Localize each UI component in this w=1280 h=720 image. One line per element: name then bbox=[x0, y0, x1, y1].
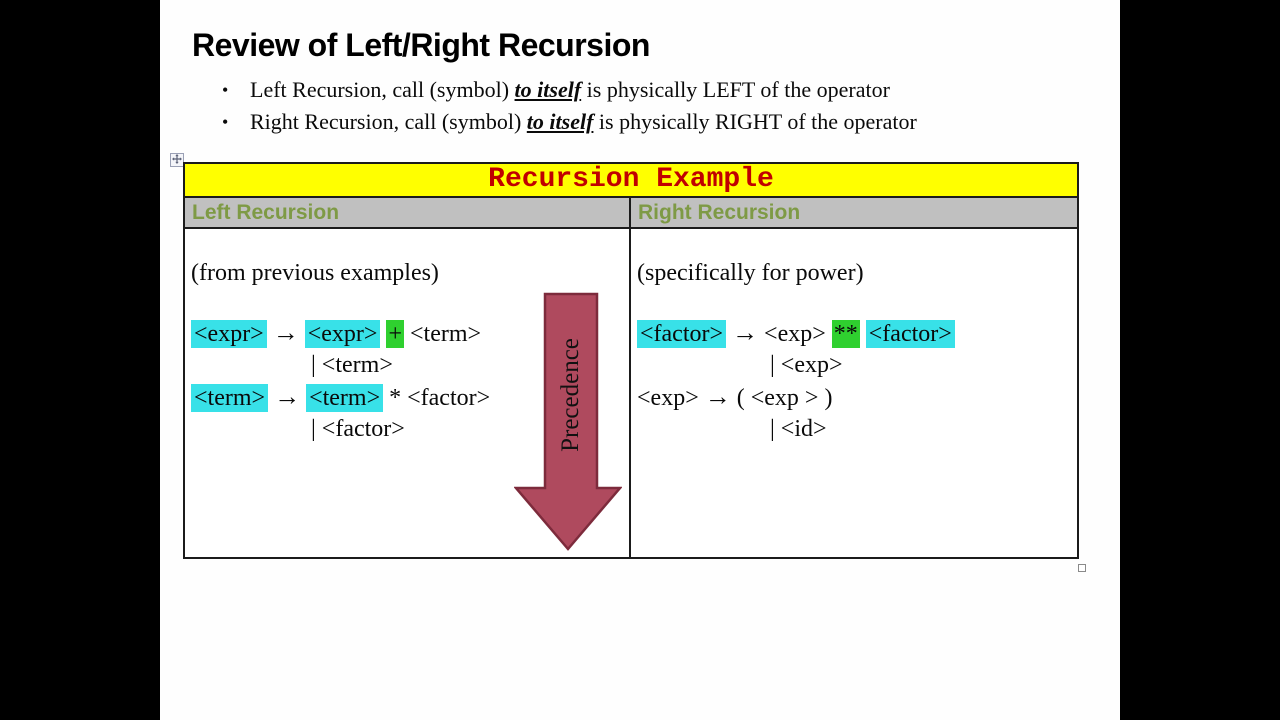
production-arrow: → bbox=[704, 382, 731, 411]
header-left-recursion: Left Recursion bbox=[185, 198, 631, 227]
table-body-row: (from previous examples) <expr> → <expr>… bbox=[185, 229, 1077, 557]
grammar-symbol: ** bbox=[831, 320, 860, 348]
bullet-list: • Left Recursion, call (symbol) to itsel… bbox=[220, 74, 917, 138]
grammar-rules-left: <expr> → <expr> + <term> | <term> <term>… bbox=[191, 317, 625, 445]
slide-background: Review of Left/Right Recursion • Left Re… bbox=[160, 0, 1120, 720]
move-icon bbox=[172, 151, 182, 169]
production-arrow: → bbox=[732, 318, 759, 347]
grammar-symbol: | <exp> bbox=[770, 352, 843, 378]
grammar-symbol: | <id> bbox=[770, 416, 827, 442]
table-header-row: Left Recursion Right Recursion bbox=[185, 198, 1077, 229]
grammar-symbol: <term> bbox=[191, 384, 269, 412]
grammar-symbol: <expr> bbox=[304, 320, 381, 348]
grammar-symbol: <factor> bbox=[407, 385, 491, 411]
precedence-down-arrow bbox=[514, 292, 622, 551]
grammar-symbol: + bbox=[386, 320, 404, 348]
grammar-symbol: <exp> bbox=[637, 385, 699, 411]
grammar-rules-right: <factor> → <exp> ** <factor> | <exp> <ex… bbox=[637, 317, 1073, 445]
emphasized-phrase: to itself bbox=[526, 109, 594, 134]
cell-note: (from previous examples) bbox=[191, 260, 439, 286]
grammar-symbol: <factor> bbox=[637, 320, 727, 348]
header-right-recursion: Right Recursion bbox=[638, 201, 801, 224]
grammar-rule-line: <exp> → ( <exp > ) bbox=[637, 381, 1073, 414]
right-recursion-cell: (specifically for power) <factor> → <exp… bbox=[631, 229, 1077, 557]
table-title: Recursion Example bbox=[185, 164, 1077, 198]
grammar-symbol: ( <exp > ) bbox=[736, 385, 833, 411]
precedence-label: Precedence bbox=[557, 338, 584, 452]
page-title: Review of Left/Right Recursion bbox=[192, 27, 650, 63]
bullet-text: Right Recursion, call (symbol) to itself… bbox=[250, 109, 917, 134]
bullet-glyph: • bbox=[222, 80, 229, 100]
grammar-rule-line: | <exp> bbox=[770, 350, 1073, 381]
table-resize-handle[interactable] bbox=[1078, 564, 1086, 572]
recursion-example-table: Recursion Example Left Recursion Right R… bbox=[183, 162, 1079, 559]
grammar-symbol: | <term> bbox=[311, 352, 393, 378]
bullet-item: • Left Recursion, call (symbol) to itsel… bbox=[220, 74, 917, 106]
grammar-symbol: <term> bbox=[306, 384, 384, 412]
production-arrow: → bbox=[272, 318, 299, 347]
grammar-symbol: <exp> bbox=[764, 321, 826, 347]
left-recursion-cell: (from previous examples) <expr> → <expr>… bbox=[185, 229, 631, 557]
grammar-rule-line: | <id> bbox=[770, 414, 1073, 445]
letterbox-right bbox=[1120, 0, 1280, 720]
cell-note: (specifically for power) bbox=[637, 260, 864, 286]
grammar-rule-line: | <term> bbox=[311, 350, 625, 381]
grammar-rule-line: <factor> → <exp> ** <factor> bbox=[637, 317, 1073, 350]
grammar-rule-line: <expr> → <expr> + <term> bbox=[191, 317, 625, 350]
bullet-text: Left Recursion, call (symbol) to itself … bbox=[250, 77, 890, 102]
grammar-symbol: <expr> bbox=[191, 320, 267, 348]
grammar-symbol: | <factor> bbox=[311, 416, 405, 442]
grammar-symbol: <term> bbox=[409, 321, 482, 347]
grammar-symbol: * bbox=[389, 385, 402, 411]
bullet-item: • Right Recursion, call (symbol) to itse… bbox=[220, 106, 917, 138]
grammar-rule-line: | <factor> bbox=[311, 414, 625, 445]
production-arrow: → bbox=[274, 382, 301, 411]
bullet-glyph: • bbox=[222, 112, 229, 132]
table-move-handle[interactable] bbox=[170, 153, 184, 167]
letterbox-left bbox=[0, 0, 160, 720]
grammar-rule-line: <term> → <term> * <factor> bbox=[191, 381, 625, 414]
emphasized-phrase: to itself bbox=[514, 77, 582, 102]
grammar-symbol: <factor> bbox=[865, 320, 955, 348]
